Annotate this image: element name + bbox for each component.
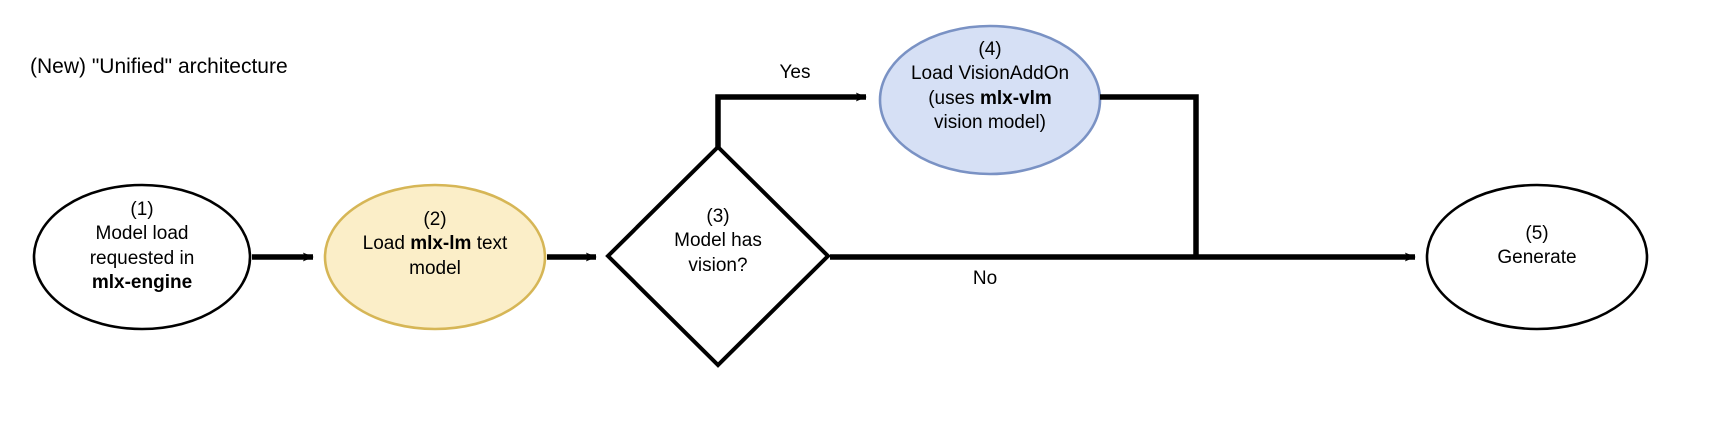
node-3-shape[interactable] <box>605 144 831 368</box>
diagram-title: (New) "Unified" architecture <box>30 55 288 78</box>
node-2-shape[interactable] <box>323 183 547 331</box>
edge-n3-n4-yes <box>715 92 867 147</box>
node-1-shape[interactable] <box>32 183 252 331</box>
node-5-shape[interactable] <box>1425 183 1649 331</box>
edge-label-no: No <box>972 268 998 289</box>
edge-label-yes: Yes <box>779 62 811 83</box>
edge-n4-n5 <box>1100 94 1199 257</box>
node-4-shape[interactable] <box>878 24 1102 176</box>
